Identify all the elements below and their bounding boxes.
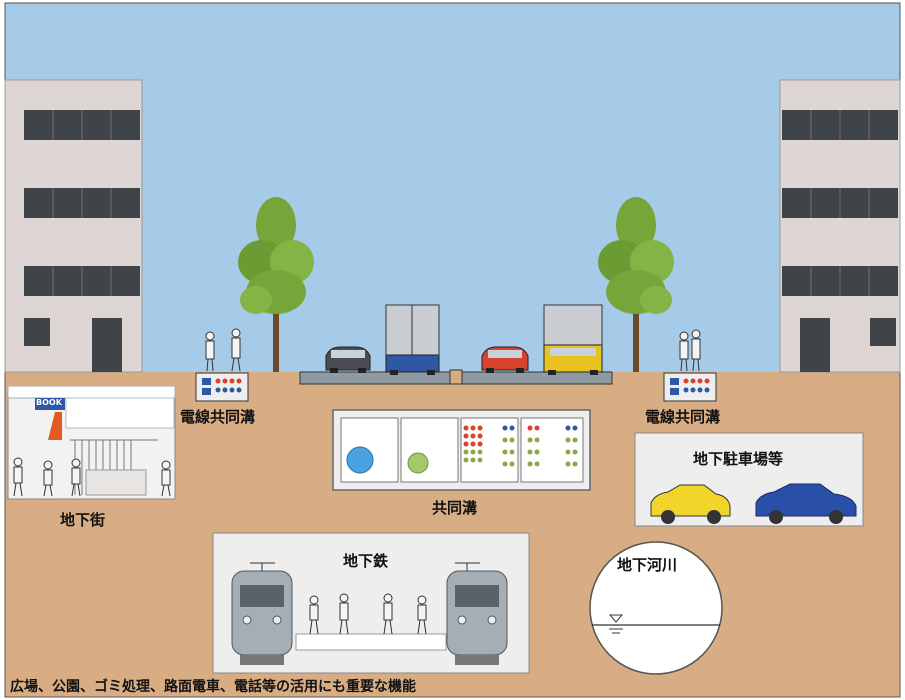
- cable-duct-left: [195, 372, 249, 402]
- underground-river-label: 地下河川: [617, 556, 678, 574]
- road-right: [461, 371, 613, 385]
- truck-icon: [543, 304, 603, 375]
- water-level-icon: [608, 614, 624, 634]
- underground-parking: [634, 432, 864, 527]
- underground-parking-label: 地下駐車場等: [693, 450, 784, 468]
- car-icon: [481, 346, 529, 373]
- tree-icon: [598, 197, 674, 372]
- cable-duct-right-label: 電線共同溝: [645, 408, 721, 426]
- car-icon: [325, 346, 371, 373]
- common-duct: [332, 409, 591, 491]
- cable-duct-right: [663, 372, 717, 402]
- tree-icon: [238, 197, 314, 372]
- building-left: [4, 79, 143, 373]
- caption: 広場、公園、ゴミ処理、路面電車、電話等の活用にも重要な機能: [10, 679, 416, 695]
- subway-label: 地下鉄: [343, 552, 389, 570]
- bookstore-sign: BOOK: [36, 398, 62, 407]
- underground-mall: [7, 385, 176, 500]
- cable-duct-left-label: 電線共同溝: [180, 408, 256, 426]
- underground-mall-label: 地下街: [60, 511, 106, 529]
- median: [449, 369, 463, 385]
- building-right: [779, 79, 901, 373]
- subway: [212, 532, 530, 674]
- underground-river: [589, 541, 723, 675]
- truck-icon: [385, 304, 440, 375]
- pedestrian-icon: [205, 328, 701, 372]
- train-icon: [231, 562, 293, 665]
- sky: [5, 3, 900, 375]
- common-duct-label: 共同溝: [432, 499, 478, 517]
- train-icon: [446, 562, 508, 665]
